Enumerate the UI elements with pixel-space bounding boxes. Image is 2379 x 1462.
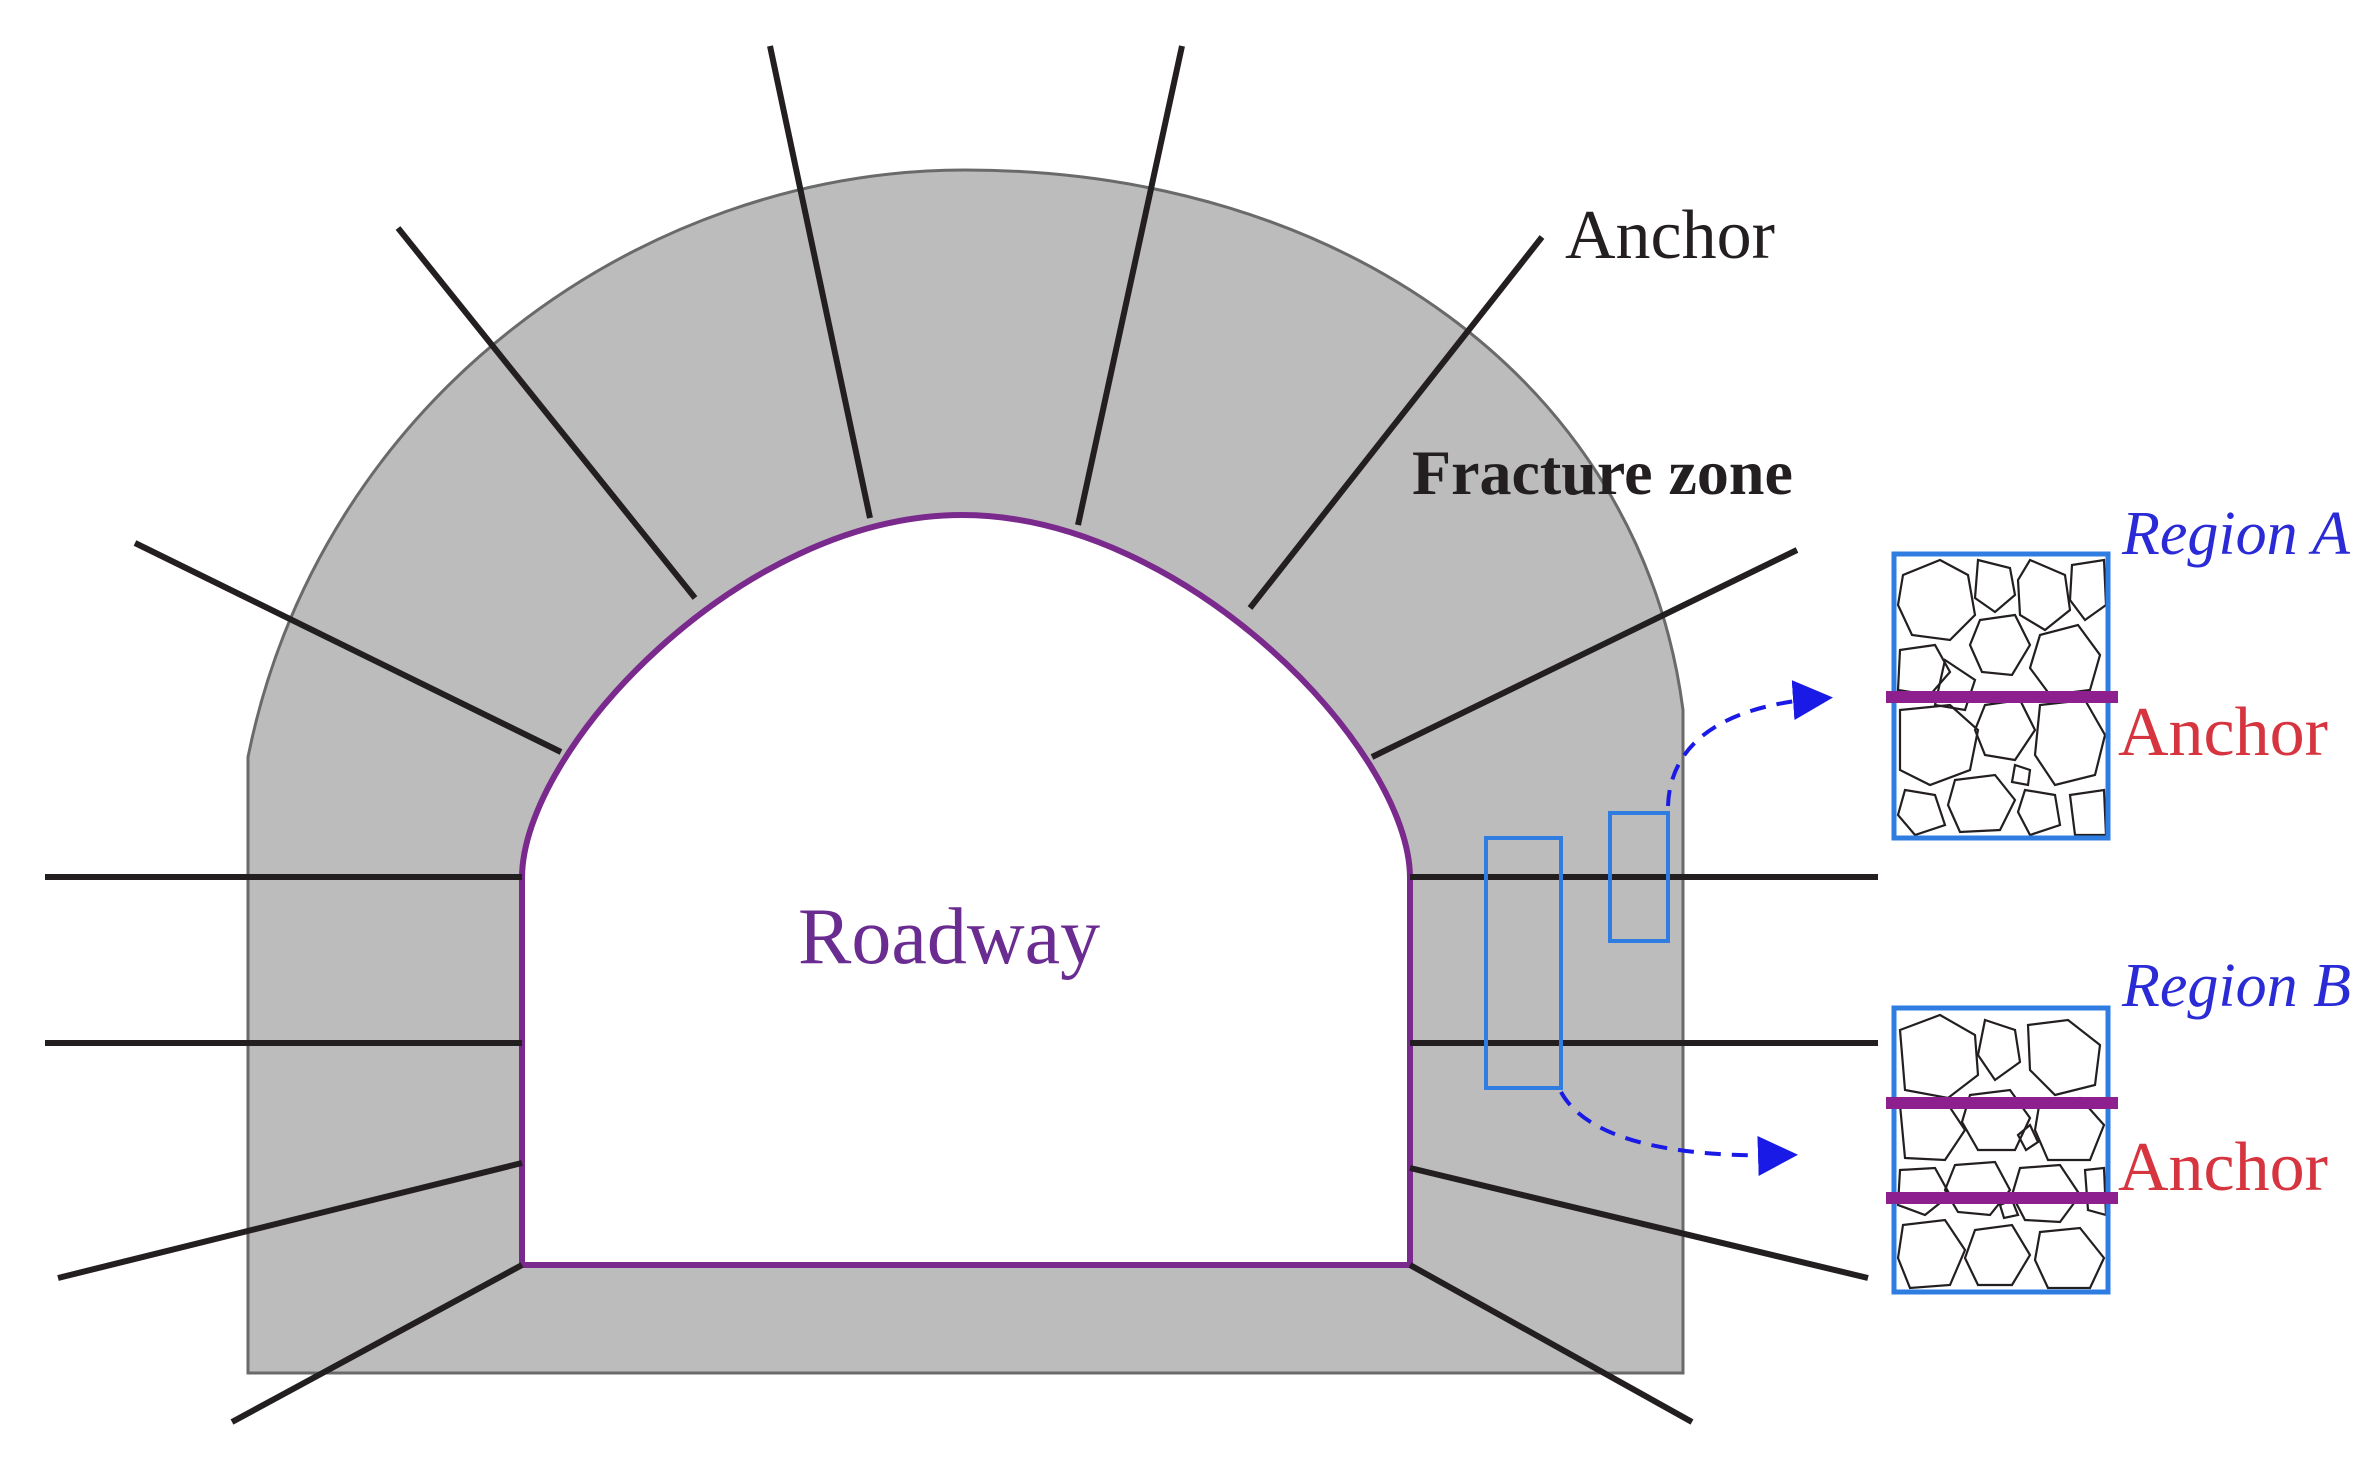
- region-a-marker: [1608, 811, 1670, 943]
- region-b-marker: [1484, 836, 1563, 1090]
- roadway-label: Roadway: [798, 893, 1100, 981]
- anchor-label: Anchor: [1565, 197, 1775, 274]
- region-b-label: Region B: [2121, 952, 2351, 1020]
- region-a-inset: [1886, 551, 2118, 841]
- region-b-inset: [1886, 1005, 2118, 1295]
- anchor-bolt: [57, 1160, 523, 1281]
- fracture-zone-label: Fracture zone: [1412, 437, 1793, 508]
- anchor-bolt: [230, 1262, 524, 1425]
- region-b-anchor-label: Anchor: [2118, 1129, 2328, 1206]
- region-a-anchor-label: Anchor: [2118, 694, 2328, 771]
- anchor-bolt: [1075, 45, 1185, 526]
- anchor-bolt: [1370, 547, 1799, 760]
- rock-fragments: [1896, 558, 2106, 836]
- anchor-bolt: [1247, 235, 1545, 610]
- anchor-bolt: [767, 45, 873, 519]
- anchor-bolt: [1408, 1262, 1694, 1425]
- anchor-bolt: [133, 540, 563, 755]
- region-b-box: [1891, 1005, 2111, 1295]
- rock-fragments: [1896, 1013, 2106, 1290]
- region-a-arrow: [1666, 680, 1833, 807]
- roadway-opening: [519, 511, 1413, 1268]
- anchor-bolt: [395, 226, 698, 600]
- anchor-bolt: [1409, 1165, 1869, 1281]
- region-a-label: Region A: [2121, 500, 2351, 568]
